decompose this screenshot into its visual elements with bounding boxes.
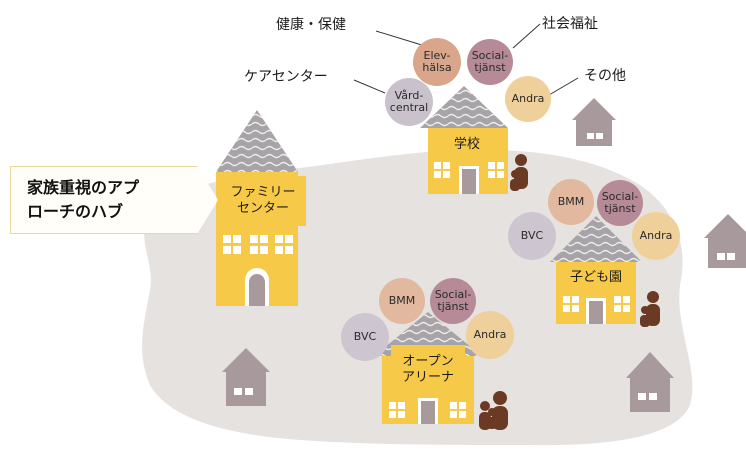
family-center-label: ファミリー センター	[220, 176, 306, 226]
people-icon	[510, 154, 528, 191]
people-icon	[479, 391, 508, 430]
neighborhood-house	[704, 214, 746, 268]
preschool-bvc-circle: BVC	[508, 212, 556, 260]
preschool-social-circle: Social- tjänst	[597, 180, 643, 226]
school-building	[420, 86, 508, 194]
other-label: その他	[584, 68, 626, 84]
preschool-andra-circle: Andra	[632, 212, 680, 260]
family-hub-callout-text: 家族重視のアプ ローチのハブ	[27, 178, 140, 221]
neighborhood-house	[222, 348, 270, 406]
school-social-circle: Social- tjänst	[467, 39, 513, 85]
neighborhood-house	[626, 352, 674, 412]
school-label: 学校	[448, 132, 486, 158]
school-elevhalsa-circle: Elev- hälsa	[413, 38, 461, 86]
open-arena-label: オープン アリーナ	[391, 345, 465, 395]
school-vard-circle: Vård- central	[385, 78, 433, 126]
arena-social-circle: Social- tjänst	[430, 278, 476, 324]
arena-andra-circle: Andra	[466, 311, 514, 359]
health-label: 健康・保健	[276, 17, 346, 33]
preschool-bmm-circle: BMM	[548, 179, 594, 225]
connector-lines	[353, 23, 579, 96]
neighborhood-house	[572, 98, 616, 146]
school-andra-circle: Andra	[505, 76, 551, 122]
arena-bmm-circle: BMM	[379, 278, 425, 324]
family-hub-callout: 家族重視のアプ ローチのハブ	[10, 166, 218, 234]
people-icon	[640, 291, 660, 327]
care-center-label: ケアセンター	[244, 69, 328, 85]
arena-bvc-circle: BVC	[341, 313, 389, 361]
preschool-label: 子ども園	[561, 266, 631, 290]
social-welfare-label: 社会福祉	[542, 16, 598, 32]
